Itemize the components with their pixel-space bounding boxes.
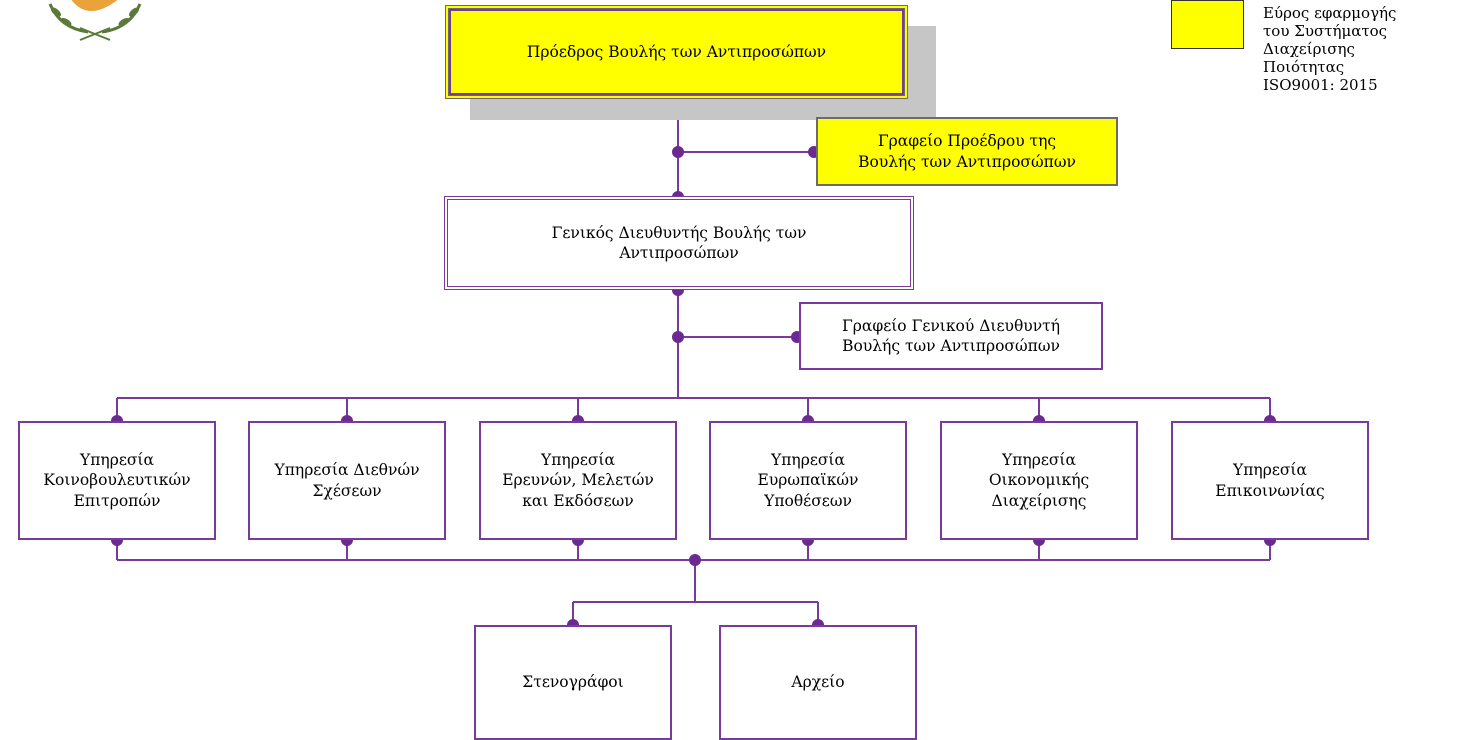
- president-office-box[interactable]: Γραφείο Προέδρου της Βουλής των Αντιπροσ…: [816, 117, 1118, 186]
- dg-office-label-2: Βουλής των Αντιπροσώπων: [842, 337, 1060, 355]
- bottom-spine-node: [689, 554, 701, 566]
- service-finance-line-3: Διαχείρισης: [991, 491, 1087, 510]
- connector-node: [672, 331, 684, 343]
- emblem-icon: [48, 0, 142, 41]
- service-committees-line-1: Υπηρεσία: [80, 451, 154, 470]
- service-communication-line-1: Υπηρεσία: [1233, 461, 1307, 480]
- director-general-box[interactable]: Γενικός Διευθυντής Βουλής των Αντιπροσώπ…: [444, 196, 914, 290]
- dg-office-label-1: Γραφείο Γενικού Διευθυντή: [842, 316, 1060, 335]
- service-research-line-3: και Εκδόσεων: [522, 491, 634, 510]
- president-box[interactable]: Πρόεδρος Βουλής των Αντιπροσώπων: [445, 5, 908, 99]
- service-international-line-2: Σχέσεων: [312, 481, 382, 500]
- service-research-line-2: Ερευνών, Μελετών: [502, 471, 654, 490]
- archive-label: Αρχείο: [791, 673, 845, 692]
- service-european-line-2: Ευρωπαϊκών: [757, 471, 859, 490]
- legend-label: Εύρος εφαρμογής του Συστήματος Διαχείρισ…: [1263, 4, 1397, 94]
- dg-office-box[interactable]: Γραφείο Γενικού Διευθυντή Βουλής των Αντ…: [799, 302, 1103, 370]
- service-box-international[interactable]: Υπηρεσία Διεθνών Σχέσεων: [248, 421, 446, 540]
- archive-box[interactable]: Αρχείο: [719, 625, 917, 740]
- director-general-label-1: Γενικός Διευθυντής Βουλής των: [551, 223, 807, 242]
- service-committees-line-3: Επιτροπών: [73, 491, 161, 510]
- service-box-finance[interactable]: Υπηρεσία Οικονομικής Διαχείρισης: [940, 421, 1138, 540]
- service-finance-line-1: Υπηρεσία: [1002, 451, 1076, 470]
- president-label: Πρόεδρος Βουλής των Αντιπροσώπων: [526, 42, 827, 61]
- legend-swatch: [1171, 0, 1244, 49]
- service-box-european[interactable]: Υπηρεσία Ευρωπαϊκών Υποθέσεων: [709, 421, 907, 540]
- service-communication-line-2: Επικοινωνίας: [1215, 481, 1325, 500]
- service-committees-line-2: Κοινοβουλευτικών: [43, 471, 191, 490]
- service-box-committees[interactable]: Υπηρεσία Κοινοβουλευτικών Επιτροπών: [18, 421, 216, 540]
- connector-node: [672, 146, 684, 158]
- service-box-communication[interactable]: Υπηρεσία Επικοινωνίας: [1171, 421, 1369, 540]
- stenographers-box[interactable]: Στενογράφοι: [474, 625, 672, 740]
- service-finance-line-2: Οικονομικής: [988, 471, 1090, 490]
- service-research-line-1: Υπηρεσία: [541, 451, 615, 470]
- stenographers-label: Στενογράφοι: [522, 673, 624, 692]
- director-general-label-2: Αντιπροσώπων: [619, 244, 739, 262]
- president-office-label-2: Βουλής των Αντιπροσώπων: [858, 152, 1076, 171]
- service-international-line-1: Υπηρεσία Διεθνών: [274, 461, 420, 480]
- service-european-line-3: Υποθέσεων: [764, 491, 852, 510]
- service-european-line-1: Υπηρεσία: [771, 451, 845, 470]
- service-box-research[interactable]: Υπηρεσία Ερευνών, Μελετών και Εκδόσεων: [479, 421, 677, 540]
- president-office-label-1: Γραφείο Προέδρου της: [877, 132, 1057, 151]
